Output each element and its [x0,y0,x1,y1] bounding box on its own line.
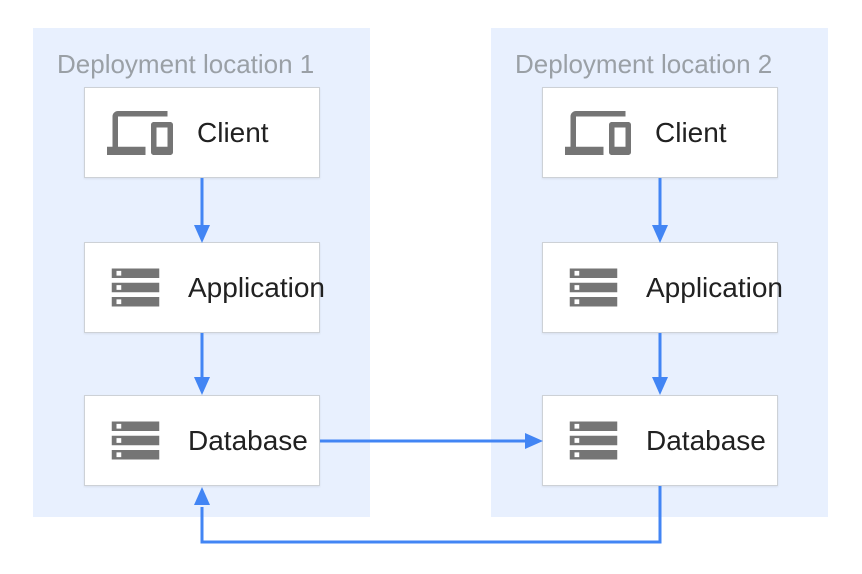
deployment-location-2-panel: Deployment location 2 Client Application… [491,28,828,517]
node-label: Client [197,116,269,148]
node-client-location-2: Client [542,87,778,178]
devices-icon [107,100,173,166]
server-stack-icon [565,259,622,316]
deployment-location-1-title: Deployment location 1 [57,49,315,79]
node-client-location-1: Client [84,87,320,178]
devices-icon [565,100,631,166]
node-application-location-1: Application [84,242,325,333]
server-stack-icon [565,412,622,469]
node-label: Application [188,271,325,303]
node-label: Application [646,271,783,303]
node-database-location-2: Database [542,395,778,486]
node-label: Database [646,424,766,456]
node-application-location-2: Application [542,242,783,333]
node-label: Database [188,424,308,456]
deployment-location-2-title: Deployment location 2 [515,49,773,79]
server-stack-icon [107,412,164,469]
deployment-location-1-panel: Deployment location 1 Client Application… [33,28,370,517]
node-label: Client [655,116,727,148]
server-stack-icon [107,259,164,316]
node-database-location-1: Database [84,395,320,486]
